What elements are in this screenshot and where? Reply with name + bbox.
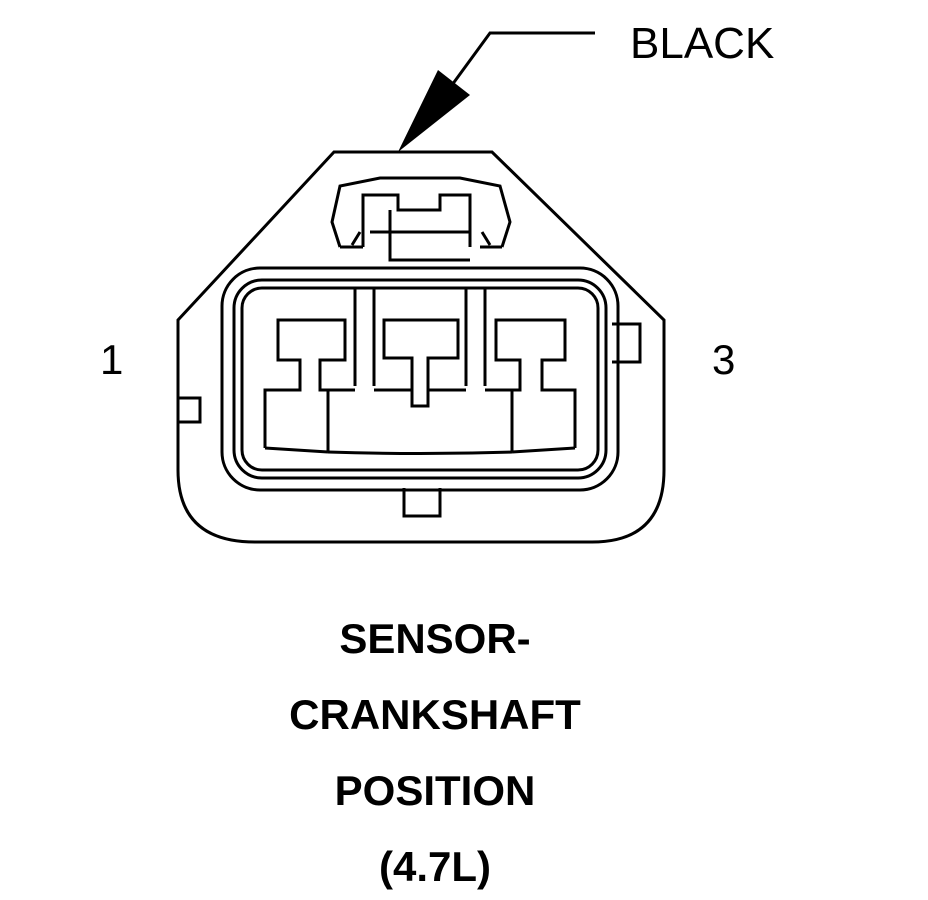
callout-leader — [450, 31, 595, 86]
terminal-cavity-2 — [382, 318, 460, 408]
connector-latch — [330, 176, 512, 262]
caption-line-4: (4.7L) — [378, 843, 491, 890]
terminal-cavity-1 — [263, 318, 347, 454]
caption-line-2: CRANKSHAFT — [289, 691, 581, 738]
caption-line-1: SENSOR- — [339, 615, 531, 662]
connector-housing — [176, 150, 666, 544]
wire-color-label: BLACK — [630, 19, 775, 68]
callout-arrowhead — [398, 70, 470, 152]
caption-line-3: POSITION — [334, 767, 536, 814]
cavity-dividers — [353, 288, 487, 386]
pin-label-3: 3 — [712, 336, 736, 383]
pin-label-1: 1 — [100, 336, 124, 383]
terminal-cavity-floor — [326, 388, 514, 455]
terminal-cavity-3 — [494, 318, 577, 454]
connector-shroud — [220, 266, 620, 492]
